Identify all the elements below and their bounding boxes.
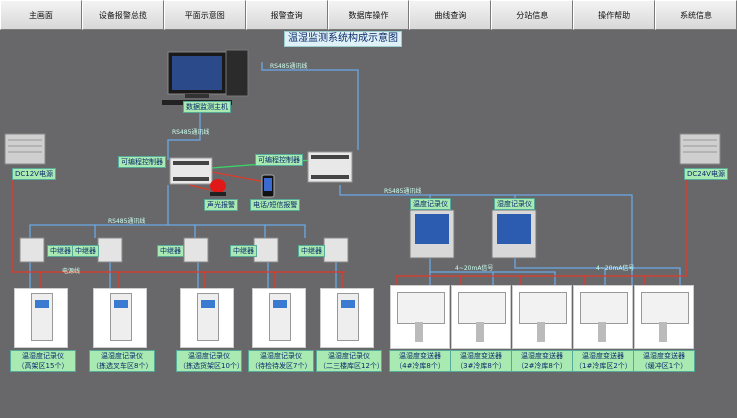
menu-database[interactable]: 数据库操作 xyxy=(327,0,410,30)
humid-recorder-icon xyxy=(491,209,537,259)
repeater-label: 中继器 xyxy=(230,245,257,257)
phone-icon xyxy=(261,174,275,198)
rs485-top-label: RS485通讯线 xyxy=(270,63,308,70)
rs485-top-wire xyxy=(261,62,359,150)
repeater-label: 中继器 xyxy=(298,245,325,257)
menu-help[interactable]: 操作帮助 xyxy=(573,0,656,30)
plc-right-icon xyxy=(307,151,353,183)
transmitter-card[interactable] xyxy=(634,285,694,349)
host-computer-icon xyxy=(162,49,249,105)
repeater-label: 中继器 xyxy=(47,245,74,257)
repeater-icon xyxy=(253,237,279,263)
dc24-label: DC24V电源 xyxy=(684,168,728,180)
menu-alarm-overview[interactable]: 设备报警总揽 xyxy=(81,0,164,30)
right-sensor-label: 温湿度变送器（缓冲区1个） xyxy=(633,350,695,372)
transmitter-card[interactable] xyxy=(512,285,572,349)
left-sensor-label: 温湿度记录仪（拣选货架区10个） xyxy=(176,350,244,372)
siren-icon xyxy=(210,179,226,196)
top-menu-bar: 主画面 设备报警总揽 平面示意图 报警查询 数据库操作 曲线查询 分站信息 操作… xyxy=(0,0,737,30)
sound-alarm-label: 声光报警 xyxy=(204,199,238,211)
repeater-label: 中继器 xyxy=(72,245,99,257)
right-sensor-label: 温湿度变送器（4#冷库8个） xyxy=(389,350,451,372)
plc-left-icon xyxy=(169,157,213,185)
menu-floor-plan[interactable]: 平面示意图 xyxy=(163,0,246,30)
temp-recorder-label: 温度记录仪 xyxy=(410,198,451,210)
left-sensor-label: 温湿度记录仪（二三楼库区12个） xyxy=(316,350,384,372)
menu-main[interactable]: 主画面 xyxy=(0,0,82,30)
dc12-label: DC12V电源 xyxy=(12,168,56,180)
phone-alarm-label: 电话/短信报警 xyxy=(250,199,301,211)
dc24-power-icon xyxy=(679,133,721,165)
dc12-power-icon xyxy=(4,133,46,165)
repeater-bus-wire xyxy=(29,185,169,238)
repeater-icon xyxy=(323,237,349,263)
transmitter-card[interactable] xyxy=(573,285,633,349)
right-sensor-label: 温湿度变送器（2#冷库8个） xyxy=(511,350,573,372)
rs485-mid-label: RS485通讯线 xyxy=(108,218,146,225)
host-label: 数据监测主机 xyxy=(183,101,231,113)
rs485-left-label: RS485通讯线 xyxy=(172,129,210,136)
sensor-card[interactable] xyxy=(14,288,68,348)
menu-system-info[interactable]: 系统信息 xyxy=(655,0,737,30)
power-label: 电源线 xyxy=(62,268,81,275)
left-sensor-label: 温湿度记录仪（拣选叉车区8个） xyxy=(89,350,155,372)
menu-alarm-query[interactable]: 报警查询 xyxy=(245,0,328,30)
sensor-card[interactable] xyxy=(93,288,147,348)
menu-substation-info[interactable]: 分站信息 xyxy=(491,0,574,30)
left-sensor-label: 温湿度记录仪（待检待发区7个） xyxy=(248,350,314,372)
left-sensor-label: 温湿度记录仪（高架区15个） xyxy=(10,350,76,372)
right-sensor-label: 温湿度变送器（1#冷库区2个） xyxy=(572,350,634,372)
temp-recorder-icon xyxy=(409,209,455,259)
repeater-icon xyxy=(183,237,209,263)
power-wire-right xyxy=(395,180,687,285)
signal-label-1: 4~20mA信号 xyxy=(455,265,494,272)
rs485-left-wire xyxy=(167,108,201,160)
plc-right-label: 可编程控制器 xyxy=(255,154,303,166)
repeater-icon xyxy=(97,237,123,263)
repeater-label: 中继器 xyxy=(157,245,184,257)
page-title: 温湿监测系统构成示意图 xyxy=(284,31,402,47)
sensor-card[interactable] xyxy=(180,288,234,348)
power-wire-left xyxy=(11,180,345,273)
sensor-card[interactable] xyxy=(252,288,306,348)
menu-curve-query[interactable]: 曲线查询 xyxy=(409,0,492,30)
plc-left-label: 可编程控制器 xyxy=(118,156,166,168)
rs485-right-label: RS485通讯线 xyxy=(384,188,422,195)
transmitter-card[interactable] xyxy=(390,285,450,349)
transmitter-card[interactable] xyxy=(451,285,511,349)
right-sensor-label: 温湿度变送器（3#冷库8个） xyxy=(450,350,512,372)
signal-label-2: 4~20mA信号 xyxy=(596,265,635,272)
repeater-icon xyxy=(19,237,45,263)
sensor-card[interactable] xyxy=(320,288,374,348)
humid-recorder-label: 湿度记录仪 xyxy=(494,198,535,210)
